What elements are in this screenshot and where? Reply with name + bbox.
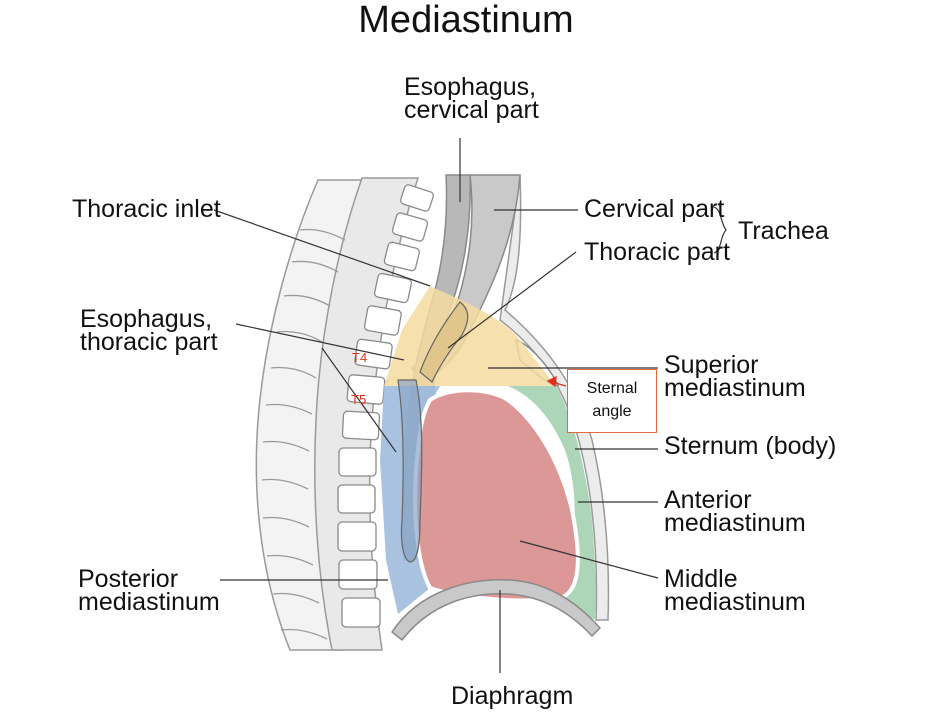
diaphragm-shape — [390, 579, 602, 642]
vertebra-t5-label: T5 — [351, 392, 367, 407]
label-sternum-body: Sternum (body) — [664, 432, 837, 460]
label-thoracic-inlet: Thoracic inlet — [72, 195, 221, 223]
vertebral-column — [255, 177, 434, 651]
vertebra-t4-label: T4 — [352, 350, 368, 365]
label-thoracic-part: Thoracic part — [584, 238, 730, 266]
label-middle-mediastinum: Middle mediastinum — [664, 565, 806, 616]
label-cervical-part: Cervical part — [584, 195, 725, 223]
page-title: Mediastinum — [358, 0, 574, 41]
label-esophagus-thoracic: Esophagus, thoracic part — [80, 305, 218, 356]
label-posterior-mediastinum: Posterior mediastinum — [78, 565, 220, 616]
sternal-angle-box: Sternal angle — [567, 369, 657, 433]
sternal-angle-arrow — [546, 375, 567, 388]
label-superior-mediastinum: Superior mediastinum — [664, 351, 806, 402]
label-esophagus-cervical: Esophagus, cervical part — [404, 73, 539, 124]
label-trachea: Trachea — [738, 217, 829, 245]
label-anterior-mediastinum: Anterior mediastinum — [664, 486, 806, 537]
leader-lines — [213, 138, 727, 673]
label-diaphragm: Diaphragm — [451, 682, 574, 710]
